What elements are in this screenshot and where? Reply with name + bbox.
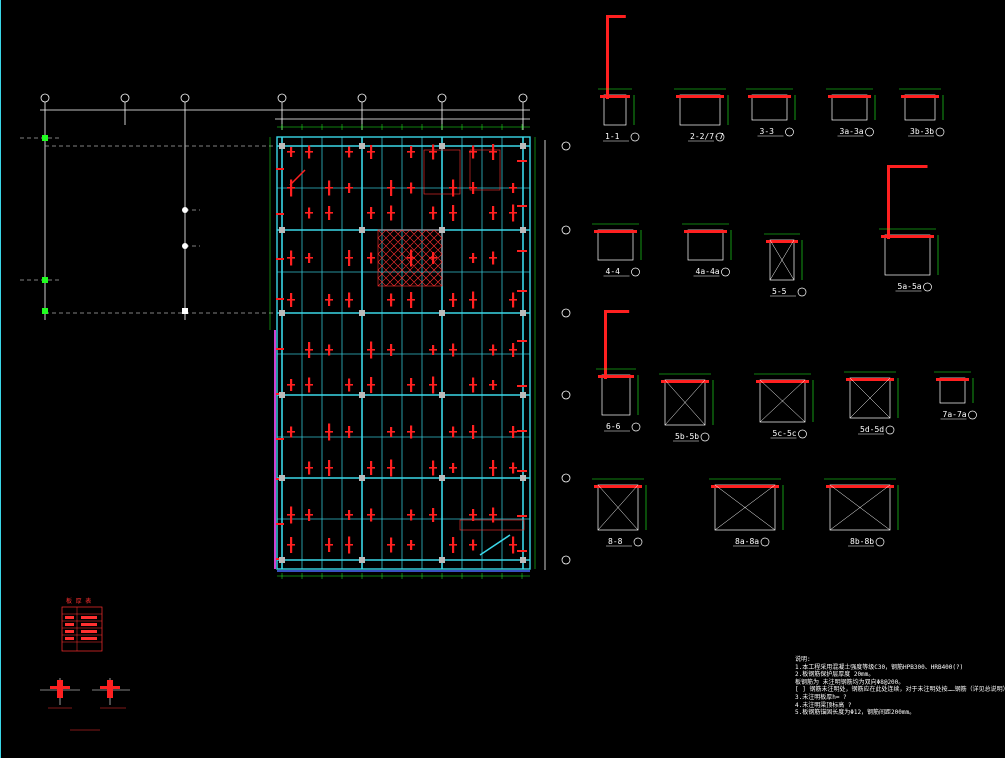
small-detail-sketches [40,678,130,731]
section-label: 3a-3a [840,127,864,136]
section-detail: 4-4 [592,223,642,277]
notes-heading: 说明: [795,656,811,663]
section-label: 2-2/7-7 [690,132,724,141]
note-line: 3.未注明板厚h= ? [795,693,847,701]
section-detail: 4a-4a [682,223,732,277]
note-line: 1.本工程采用混凝土强度等级C30，钢筋HPB300、HRB400(?) [795,663,964,671]
axis-bubbles-right [544,140,571,570]
section-detail: 5-5 [764,233,807,297]
section-detail: 7a-7a [934,371,977,420]
section-label: 8b-8b [850,537,874,546]
note-line: 板钢筋为 未注明钢筋均为双向Φ8@200。 [795,678,905,686]
section-detail: 5a-5a [879,165,939,292]
note-line: 2.板钢筋保护层厚度 20mm。 [795,671,875,679]
section-details: 1-1 2-2/7-7 3-3 3a-3a 3b-3b 4-4 4a-4a 5-5 5a-5a 6… [592,15,977,547]
section-label: 5b-5b [675,432,699,441]
section-label: 5c-5c [773,429,797,438]
section-label: 5a-5a [898,282,922,291]
general-notes: 说明: 1.本工程采用混凝土强度等级C30，钢筋HPB300、HRB400(?)… [795,656,1005,717]
section-label: 8-8 [608,537,623,546]
hatched-openings [377,149,525,531]
section-label: 5-5 [772,287,787,296]
note-line: [ ] 钢筋未注明处，钢筋应在此处连续，对于未注明处按……钢筋（详见总说明）。 [795,686,1005,694]
section-detail: 8b-8b [824,478,899,547]
section-detail: 8a-8a [709,478,784,547]
section-label: 6-6 [606,422,621,431]
section-detail: 8-8 [592,478,647,547]
section-detail: 5c-5c [754,373,814,439]
section-detail: 5d-5d [844,371,899,435]
section-label: 3b-3b [910,127,934,136]
section-label: 1-1 [605,132,620,141]
section-detail: 3-3 [746,88,796,137]
section-label: 8a-8a [735,537,759,546]
section-label: 7a-7a [943,410,967,419]
axis-bubbles-top [40,93,530,320]
section-detail: 1-1 [598,15,640,142]
section-detail: 6-6 [596,310,641,432]
section-detail: 5b-5b [659,373,714,442]
section-detail: 3b-3b [899,88,945,137]
section-detail: 3a-3a [826,88,876,137]
note-line: 5.板钢筋锚固长度为Φ12，钢筋间距200mm。 [795,709,916,717]
section-label: 5d-5d [860,425,884,434]
slab-thickness-legend: 板 厚 表 [61,597,103,652]
section-detail: 2-2/7-7 [674,88,729,142]
section-label: 4-4 [606,267,621,276]
section-label: 4a-4a [696,267,720,276]
floor-plan [20,93,571,579]
legend-title: 板 厚 表 [66,597,91,605]
note-line: 4.未注明梁顶标高 ? [795,701,852,709]
section-label: 3-3 [760,127,775,136]
